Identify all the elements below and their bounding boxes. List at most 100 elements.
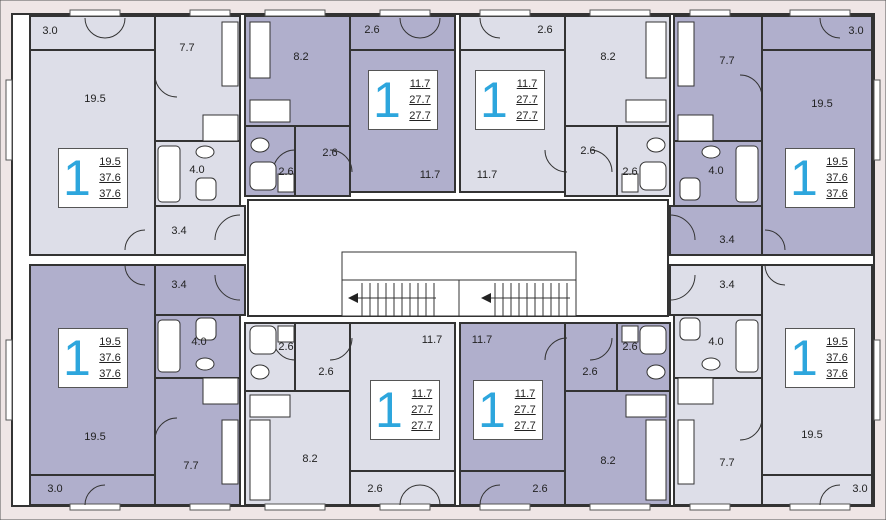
room-area: 2.6 bbox=[622, 166, 637, 178]
hall bbox=[294, 125, 351, 197]
room-area: 8.2 bbox=[293, 51, 308, 63]
door-swings bbox=[84, 17, 841, 506]
net-area: 37.6 bbox=[99, 172, 121, 184]
balcony bbox=[29, 474, 156, 506]
room-count: 1 bbox=[373, 72, 401, 128]
stair-steps-left bbox=[352, 283, 436, 316]
fixtures bbox=[157, 21, 759, 501]
living-area: 11.7 bbox=[514, 388, 536, 400]
net-area: 27.7 bbox=[516, 94, 538, 106]
apartment-card-a4: 1 19.5 37.6 37.6 bbox=[785, 148, 855, 208]
living-area: 11.7 bbox=[411, 388, 433, 400]
living-area: 11.7 bbox=[409, 78, 431, 90]
room-area: 8.2 bbox=[600, 51, 615, 63]
room-area: 19.5 bbox=[811, 98, 832, 110]
apartment-card-a1: 1 19.5 37.6 37.6 bbox=[58, 148, 128, 208]
room-area: 7.7 bbox=[719, 55, 734, 67]
room-area: 2.6 bbox=[622, 341, 637, 353]
apartment-card-a3: 1 11.7 27.7 27.7 bbox=[475, 70, 545, 130]
balcony bbox=[459, 470, 566, 506]
apartment-card-a5: 1 19.5 37.6 37.6 bbox=[58, 328, 128, 388]
living-area: 19.5 bbox=[826, 336, 848, 348]
hall bbox=[564, 125, 618, 197]
hall bbox=[154, 205, 246, 256]
room-area: 7.7 bbox=[719, 457, 734, 469]
apartment-card-a2: 1 11.7 27.7 27.7 bbox=[368, 70, 438, 130]
windows bbox=[5, 9, 881, 511]
balcony bbox=[459, 15, 566, 51]
net-area: 27.7 bbox=[409, 94, 431, 106]
room-area: 2.6 bbox=[367, 483, 382, 495]
area-list: 11.7 27.7 27.7 bbox=[405, 76, 435, 124]
room-area: 11.7 bbox=[420, 169, 441, 181]
living-area: 19.5 bbox=[826, 156, 848, 168]
area-list: 19.5 37.6 37.6 bbox=[95, 154, 125, 202]
apartment-card-a8: 1 19.5 37.6 37.6 bbox=[785, 328, 855, 388]
room-area: 2.6 bbox=[364, 24, 379, 36]
hall bbox=[669, 264, 763, 316]
room-area: 7.7 bbox=[183, 460, 198, 472]
room-area: 3.4 bbox=[171, 279, 186, 291]
room-area: 8.2 bbox=[600, 455, 615, 467]
total-area: 37.6 bbox=[826, 188, 848, 200]
room-area: 2.6 bbox=[582, 366, 597, 378]
area-list: 11.7 27.7 27.7 bbox=[512, 76, 542, 124]
room-count: 1 bbox=[790, 330, 818, 386]
room-labels: 3.0 7.7 19.5 4.0 3.4 8.2 2.6 2.6 2.6 11.… bbox=[42, 24, 867, 495]
room-area: 7.7 bbox=[179, 42, 194, 54]
stair-arrow-right bbox=[481, 293, 491, 303]
net-area: 37.6 bbox=[826, 352, 848, 364]
room-count: 1 bbox=[375, 382, 403, 438]
room-area: 2.6 bbox=[278, 166, 293, 178]
living-area: 19.5 bbox=[99, 156, 121, 168]
hall bbox=[564, 322, 618, 392]
total-area: 27.7 bbox=[514, 420, 536, 432]
living-area: 19.5 bbox=[99, 336, 121, 348]
room-area: 11.7 bbox=[477, 169, 498, 181]
area-list: 19.5 37.6 37.6 bbox=[95, 334, 125, 382]
room-area: 2.6 bbox=[532, 483, 547, 495]
net-area: 37.6 bbox=[826, 172, 848, 184]
hall bbox=[154, 264, 246, 316]
room-area: 2.6 bbox=[278, 341, 293, 353]
room-count: 1 bbox=[790, 150, 818, 206]
area-list: 19.5 37.6 37.6 bbox=[822, 334, 852, 382]
net-area: 27.7 bbox=[514, 404, 536, 416]
room-area: 3.0 bbox=[848, 25, 863, 37]
room-area: 3.0 bbox=[42, 25, 57, 37]
total-area: 27.7 bbox=[409, 110, 431, 122]
room-area: 2.6 bbox=[537, 24, 552, 36]
room-area: 3.4 bbox=[719, 234, 734, 246]
room-count: 1 bbox=[63, 330, 91, 386]
balcony bbox=[349, 15, 456, 51]
apartment-card-a7: 1 11.7 27.7 27.7 bbox=[473, 380, 543, 440]
room-area: 3.0 bbox=[852, 483, 867, 495]
area-list: 11.7 27.7 27.7 bbox=[407, 386, 437, 434]
room-area: 11.7 bbox=[472, 334, 493, 346]
balcony bbox=[761, 474, 873, 506]
total-area: 27.7 bbox=[516, 110, 538, 122]
stair-steps-right bbox=[485, 283, 570, 316]
apartment-card-a6: 1 11.7 27.7 27.7 bbox=[370, 380, 440, 440]
room-area: 19.5 bbox=[801, 429, 822, 441]
room-area: 4.0 bbox=[189, 164, 204, 176]
net-area: 37.6 bbox=[99, 352, 121, 364]
room-area: 3.4 bbox=[719, 279, 734, 291]
total-area: 37.6 bbox=[99, 368, 121, 380]
balcony bbox=[761, 15, 873, 51]
room-count: 1 bbox=[478, 382, 506, 438]
room-area: 19.5 bbox=[84, 93, 105, 105]
room-area: 11.7 bbox=[422, 334, 443, 346]
room-count: 1 bbox=[480, 72, 508, 128]
room-area: 3.4 bbox=[171, 225, 186, 237]
room-area: 19.5 bbox=[84, 431, 105, 443]
hall bbox=[669, 205, 763, 256]
room-area: 2.6 bbox=[322, 147, 337, 159]
area-list: 19.5 37.6 37.6 bbox=[822, 154, 852, 202]
area-list: 11.7 27.7 27.7 bbox=[510, 386, 540, 434]
room-count: 1 bbox=[63, 150, 91, 206]
room-area: 2.6 bbox=[580, 145, 595, 157]
room-area: 8.2 bbox=[302, 453, 317, 465]
room-area: 4.0 bbox=[191, 336, 206, 348]
